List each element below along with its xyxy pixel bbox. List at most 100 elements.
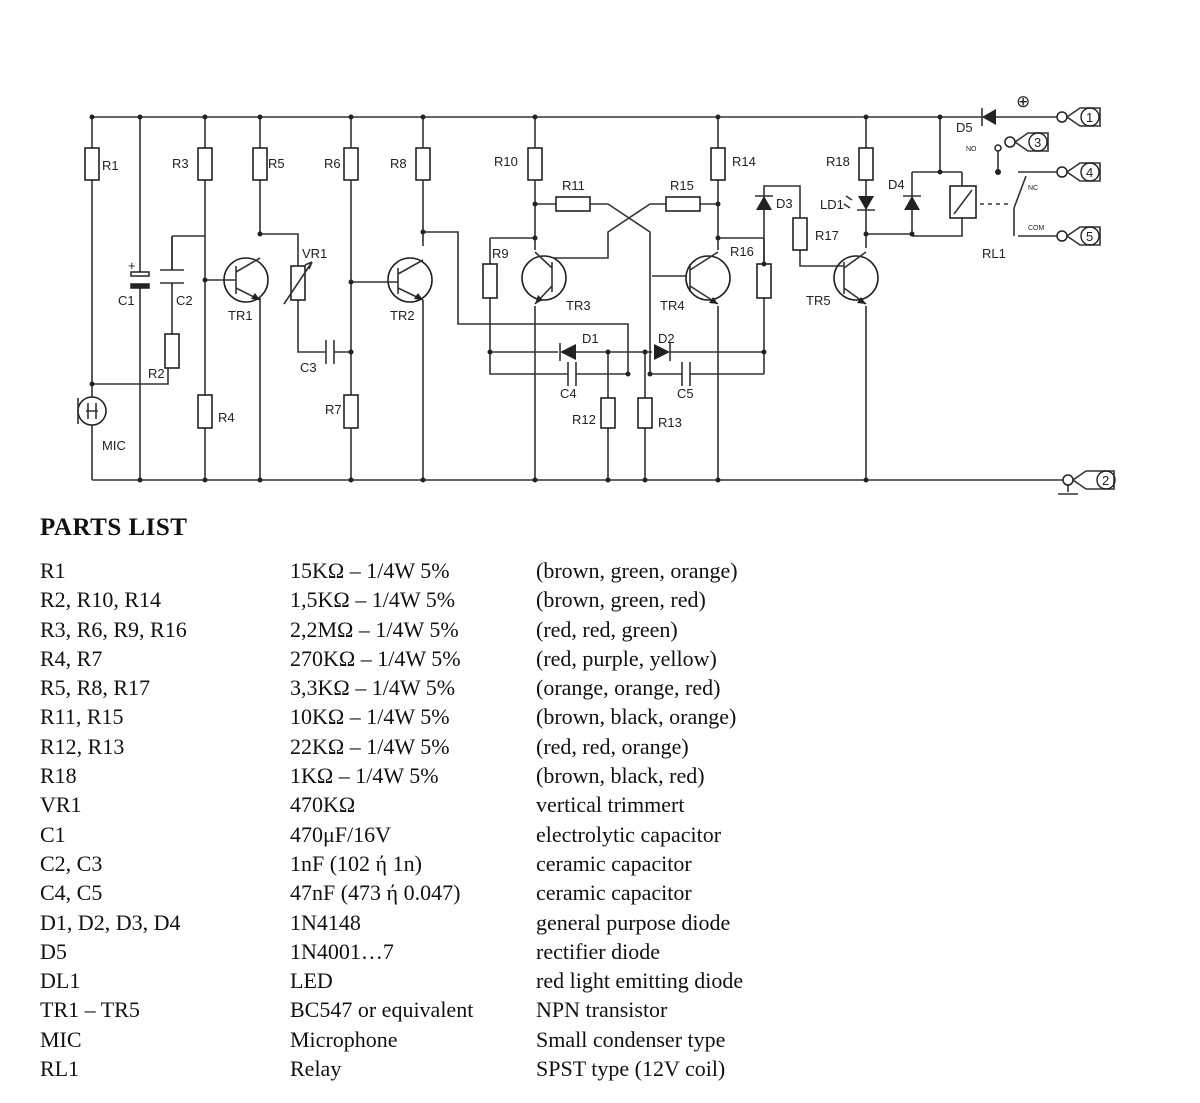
label-r5: R5 (268, 156, 285, 171)
part-value: 270KΩ – 1/4W 5% (290, 645, 461, 671)
part-description: (red, purple, yellow) (536, 645, 717, 671)
part-description: ceramic capacitor (536, 880, 692, 906)
label-r16: R16 (730, 244, 754, 259)
terminal-5-pad (1056, 230, 1068, 242)
relay-rl1 (949, 144, 1027, 236)
label-r15: R15 (670, 178, 694, 193)
part-value: 47nF (473 ή 0.047) (290, 880, 461, 906)
label-terminal-2: 2 (1102, 473, 1109, 488)
part-ref: R5, R8, R17 (40, 675, 151, 701)
part-ref: D5 (40, 938, 67, 964)
part-description: (brown, black, orange) (536, 704, 737, 730)
label-c3: C3 (300, 360, 317, 375)
label-d1: D1 (582, 331, 599, 346)
label-d4: D4 (888, 177, 905, 192)
part-description: SPST type (12V coil) (536, 1056, 726, 1082)
part-ref: C4, C5 (40, 880, 103, 906)
part-ref: RL1 (40, 1056, 80, 1082)
label-vr1: VR1 (302, 246, 327, 261)
component-labels: R1 R2 R3 R4 R5 R6 R7 R8 R9 R10 R11 R12 R… (102, 92, 1109, 488)
resistor-r3 (197, 147, 213, 181)
trimmer-vr1 (283, 261, 313, 305)
part-value: Relay (290, 1056, 342, 1082)
transistors (205, 251, 879, 305)
part-ref: R18 (40, 763, 77, 789)
part-description: ceramic capacitor (536, 850, 692, 876)
label-r14: R14 (732, 154, 756, 169)
diode-d3 (755, 195, 773, 210)
part-ref: R1 (40, 558, 66, 583)
label-r6: R6 (324, 156, 341, 171)
part-value: 1KΩ – 1/4W 5% (290, 763, 439, 789)
resistors (84, 147, 874, 429)
resistor-r13 (637, 397, 653, 429)
resistor-r10 (527, 147, 543, 181)
label-r18: R18 (826, 154, 850, 169)
label-tr3: TR3 (566, 298, 591, 313)
resistor-r16 (756, 263, 772, 299)
diode-d4 (903, 195, 921, 210)
label-r12: R12 (572, 412, 596, 427)
microphone (77, 396, 107, 426)
resistor-r17 (792, 217, 808, 251)
label-nc-contact: NC (1028, 185, 1038, 192)
resistor-r15 (665, 196, 701, 212)
diodes (559, 108, 996, 361)
resistor-r4 (197, 394, 213, 429)
label-no-contact: NO (966, 146, 977, 153)
label-c5: C5 (677, 386, 694, 401)
resistor-r18 (858, 147, 874, 181)
label-r1: R1 (102, 158, 119, 173)
label-c2: C2 (176, 293, 193, 308)
part-value: 10KΩ – 1/4W 5% (290, 704, 450, 730)
transistor-tr1 (205, 257, 269, 303)
part-ref: R4, R7 (40, 645, 103, 671)
part-value: 1N4148 (290, 909, 361, 935)
part-ref: C2, C3 (40, 850, 103, 876)
part-ref: D1, D2, D3, D4 (40, 909, 181, 935)
label-r8: R8 (390, 156, 407, 171)
part-description: rectifier diode (536, 938, 660, 964)
resistor-r11 (555, 196, 591, 212)
resistor-r6 (343, 147, 359, 181)
transistor-tr4 (685, 251, 731, 305)
label-mic: MIC (102, 438, 126, 453)
resistor-r9 (482, 263, 498, 299)
part-value: 470μF/16V (290, 821, 392, 847)
part-description: vertical trimmert (536, 792, 685, 818)
diode-d2 (654, 343, 671, 361)
part-description: electrolytic capacitor (536, 821, 722, 847)
label-tr1: TR1 (228, 308, 253, 323)
diode-d5 (981, 108, 996, 126)
part-value: LED (290, 968, 333, 994)
resistor-r14 (710, 147, 726, 181)
part-ref: R11, R15 (40, 704, 124, 730)
label-r4: R4 (218, 410, 235, 425)
capacitor-c4 (562, 362, 581, 386)
label-r3: R3 (172, 156, 189, 171)
part-description: (red, red, green) (536, 616, 678, 642)
terminal-2-pad (1062, 474, 1074, 486)
label-tr4: TR4 (660, 298, 685, 313)
part-ref: VR1 (40, 792, 82, 818)
part-value: 470KΩ (290, 792, 356, 818)
part-value: 2,2MΩ – 1/4W 5% (290, 616, 459, 642)
terminal-4-pad (1056, 166, 1068, 178)
capacitors (130, 236, 694, 386)
part-description: (red, red, orange) (536, 733, 689, 759)
part-ref: R3, R6, R9, R16 (40, 616, 187, 642)
part-value: 1nF (102 ή 1n) (290, 850, 422, 876)
label-r13: R13 (658, 415, 682, 430)
label-com-contact: COM (1028, 225, 1045, 232)
parts-list-title: PARTS LIST (40, 514, 188, 541)
led-ld1 (843, 195, 875, 211)
part-ref: TR1 – TR5 (40, 997, 140, 1023)
label-c4: C4 (560, 386, 577, 401)
label-r7: R7 (325, 402, 342, 417)
part-value: 1N4001…7 (290, 938, 394, 964)
part-value: Microphone (290, 1026, 398, 1052)
label-tr2: TR2 (390, 308, 415, 323)
diode-d1 (559, 343, 576, 361)
circuit-schematic: R1 R2 R3 R4 R5 R6 R7 R8 R9 R10 R11 R12 R… (77, 92, 1116, 495)
wires (91, 116, 1078, 495)
